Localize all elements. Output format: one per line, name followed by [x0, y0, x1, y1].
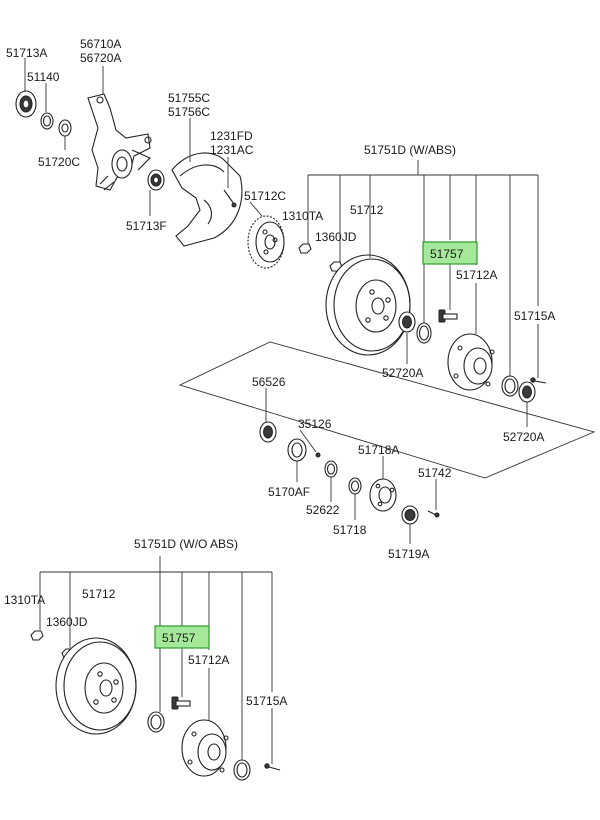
label-51140[interactable]: 51140 [27, 70, 60, 84]
label-1360JD-bottom[interactable]: 1360JD [46, 615, 88, 629]
bearing-sub-assembly [178, 341, 596, 525]
knuckle-56710A[interactable] [87, 93, 152, 191]
brake-disc-51712-bottom[interactable] [55, 637, 137, 735]
label-51712-bottom[interactable]: 51712 [82, 587, 116, 601]
label-51757-bottom[interactable]: 51757 [162, 631, 196, 645]
label-51718A[interactable]: 51718A [358, 443, 399, 457]
nut-1310TA-top[interactable] [298, 243, 312, 254]
bolt-1231FD[interactable] [223, 189, 237, 208]
label-51757-top[interactable]: 51757 [430, 247, 464, 261]
ring-51718[interactable] [348, 477, 362, 495]
bolt-51742[interactable] [427, 510, 440, 518]
label-56720A[interactable]: 56720A [80, 51, 121, 65]
knuckle-assembly [15, 90, 285, 269]
hub-51712A-top[interactable] [447, 333, 495, 391]
seal-ring-no-abs[interactable] [233, 759, 251, 781]
label-35126[interactable]: 35126 [298, 417, 332, 431]
hub-51712A-bottom[interactable] [181, 719, 229, 777]
nut-1310TA-bottom[interactable] [30, 630, 44, 641]
hub-bolt-51757-bottom[interactable] [171, 696, 191, 710]
label-51755C[interactable]: 51755C [168, 91, 210, 105]
ring-no-abs[interactable] [147, 711, 165, 733]
highlight-51757-bottom[interactable] [154, 625, 210, 649]
ring-51140[interactable] [40, 112, 54, 130]
label-56710A[interactable]: 56710A [80, 37, 121, 51]
label-52720A-a[interactable]: 52720A [382, 366, 423, 380]
label-51751D-no-abs[interactable]: 51751D (W/O ABS) [134, 537, 238, 551]
brake-disc-51712-top[interactable] [325, 254, 411, 356]
label-56526[interactable]: 56526 [252, 375, 286, 389]
label-1360JD-top[interactable]: 1360JD [315, 230, 357, 244]
label-1231FD[interactable]: 1231FD [210, 129, 253, 143]
part-labels: 51713A 51140 56710A 56720A 51720C 51713F… [4, 37, 555, 708]
label-51713A[interactable]: 51713A [6, 46, 47, 60]
label-51713F[interactable]: 51713F [126, 219, 167, 233]
seal-51713F[interactable] [147, 169, 165, 191]
bearing-52720A-b[interactable] [518, 381, 536, 403]
tone-wheel-51712C[interactable] [247, 215, 285, 269]
seal-56526[interactable] [259, 421, 277, 443]
leader-lines [24, 58, 539, 764]
label-52720A-b[interactable]: 52720A [503, 430, 544, 444]
label-52622[interactable]: 52622 [306, 503, 340, 517]
label-51719A[interactable]: 51719A [388, 547, 429, 561]
bearing-5170AF[interactable] [287, 438, 307, 462]
label-51712-top[interactable]: 51712 [350, 203, 384, 217]
label-51742[interactable]: 51742 [418, 466, 452, 480]
label-1310TA-bottom[interactable]: 1310TA [4, 593, 45, 607]
label-51751D-abs[interactable]: 51751D (W/ABS) [364, 143, 456, 157]
ring-abs[interactable] [416, 322, 432, 344]
bolt-51715A-bottom[interactable] [264, 763, 281, 771]
hub-51718A[interactable] [369, 478, 397, 512]
label-51712A-bottom[interactable]: 51712A [188, 653, 229, 667]
dust-cover-51755C[interactable] [171, 152, 243, 247]
highlight-51757-top[interactable] [422, 241, 478, 265]
label-1310TA-top[interactable]: 1310TA [282, 209, 323, 223]
cap-51719A[interactable] [401, 505, 419, 525]
bearing-52720A-a[interactable] [398, 311, 416, 333]
label-51715A-bottom[interactable]: 51715A [246, 694, 287, 708]
ring-52622[interactable] [324, 460, 338, 478]
disc-hub-abs [298, 243, 547, 403]
hub-bolt-51757-top[interactable] [438, 309, 458, 323]
label-51718[interactable]: 51718 [333, 523, 367, 537]
bearing-51720C[interactable] [58, 119, 72, 137]
seal-ring-abs[interactable] [501, 375, 519, 397]
label-51712A-top[interactable]: 51712A [456, 268, 497, 282]
disc-hub-no-abs [30, 630, 281, 781]
bolt-51715A-top[interactable] [530, 377, 547, 384]
label-51756C[interactable]: 51756C [168, 105, 210, 119]
label-5170AF[interactable]: 5170AF [268, 485, 310, 499]
oil-seal-51713A[interactable] [15, 90, 37, 118]
label-51715A-top[interactable]: 51715A [514, 309, 555, 323]
pin-35126[interactable] [315, 452, 321, 458]
label-51720C[interactable]: 51720C [38, 155, 80, 169]
label-1231AC[interactable]: 1231AC [210, 143, 254, 157]
label-51712C[interactable]: 51712C [244, 189, 286, 203]
